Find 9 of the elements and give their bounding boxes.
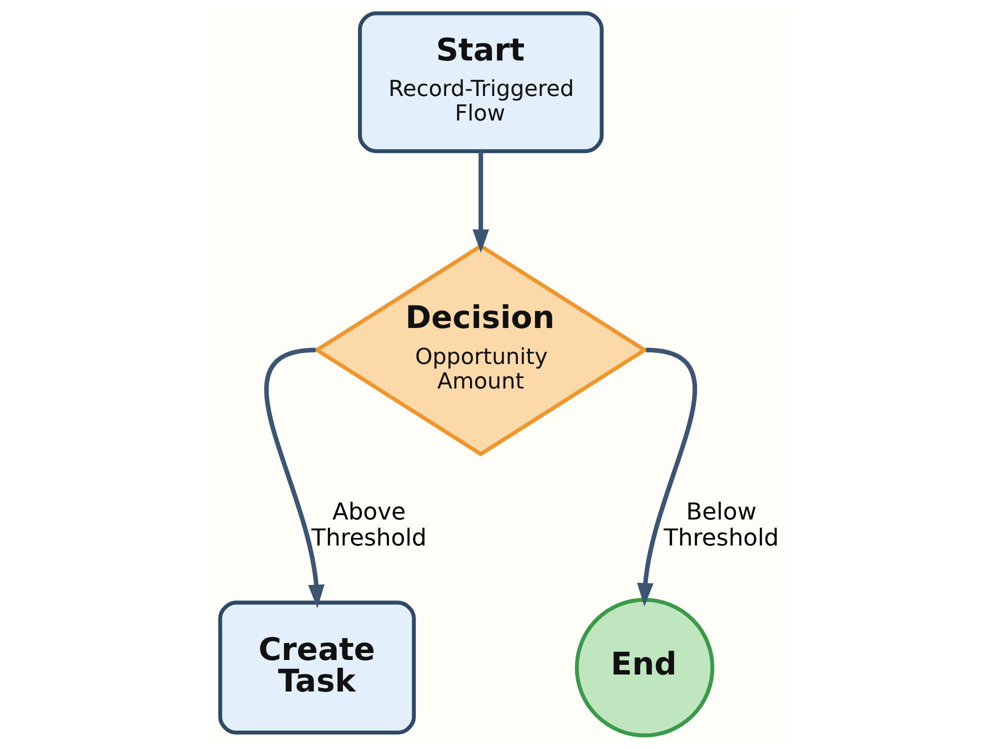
edge-label: Above Threshold [311, 498, 427, 552]
node-diamond: Decision Opportunity Amount [313, 244, 648, 456]
node-box: Create Task [218, 600, 416, 735]
arrow [264, 348, 325, 608]
arrow [472, 151, 490, 253]
node-box: Start Record-Triggered Flow [358, 11, 604, 154]
node-circle: End [574, 598, 714, 738]
edge-label: Below Threshold [664, 498, 779, 552]
arrow [637, 348, 698, 606]
